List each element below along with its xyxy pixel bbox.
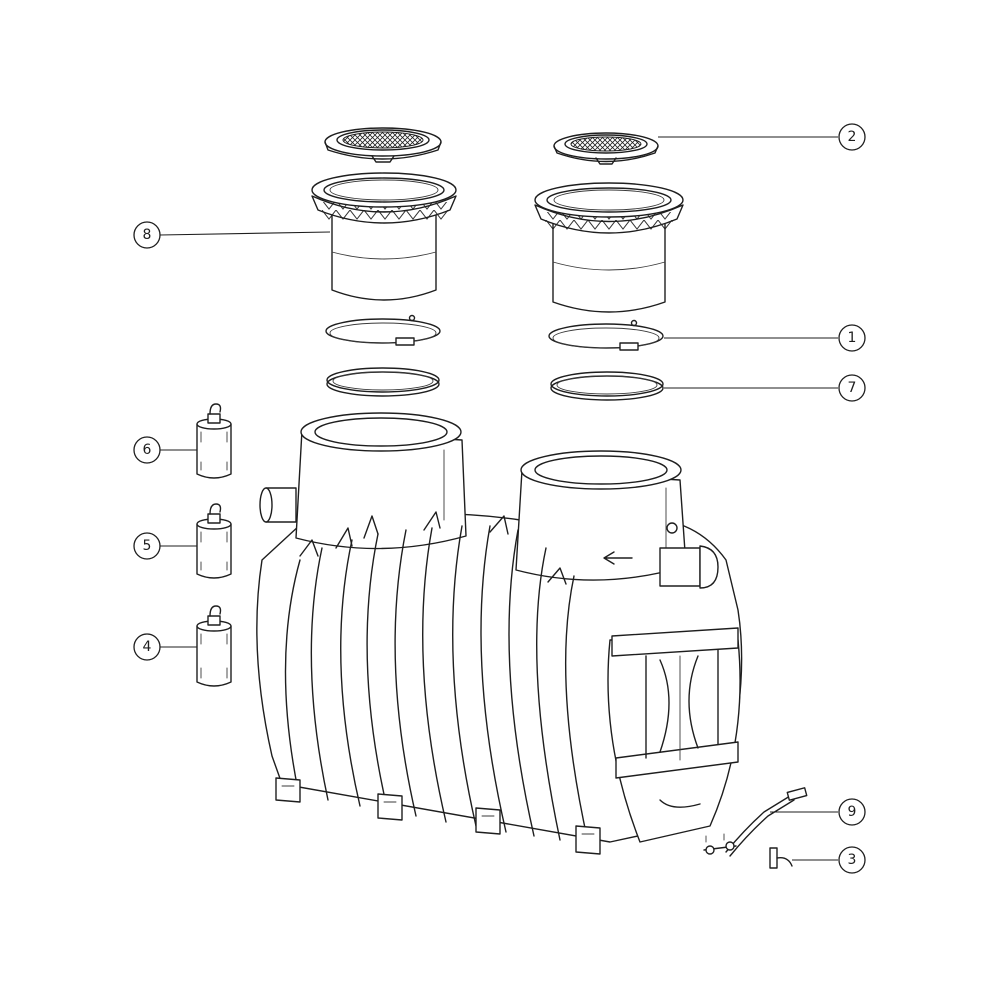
callout-label: 7 (848, 380, 857, 396)
callout-6: 6 (133, 436, 161, 464)
septic-tank-body (256, 412, 743, 855)
callout-label: 8 (143, 227, 152, 243)
filter-cartridge-4 (196, 605, 232, 687)
left-clamp-ring (325, 314, 441, 346)
left-seal-ring (326, 367, 440, 397)
filter-cartridge-6 (196, 403, 232, 479)
callout-label: 5 (143, 538, 152, 554)
callout-3: 3 (838, 846, 866, 874)
callout-9: 9 (838, 798, 866, 826)
right-grate-cover (553, 132, 659, 165)
callout-1: 1 (838, 324, 866, 352)
filter-cartridge-5 (196, 503, 232, 579)
callout-label: 4 (143, 639, 152, 655)
right-extension-shaft (534, 182, 684, 313)
callout-label: 9 (848, 804, 857, 820)
callout-label: 2 (848, 129, 857, 145)
key-tool (769, 847, 793, 869)
callout-label: 1 (848, 330, 857, 346)
callout-label: 6 (143, 442, 152, 458)
right-clamp-ring (548, 319, 664, 351)
left-grate-cover (324, 127, 442, 163)
callout-7: 7 (838, 374, 866, 402)
crank-handle (703, 787, 808, 857)
callout-5: 5 (133, 532, 161, 560)
left-extension-shaft (311, 172, 457, 301)
callout-leaders (159, 136, 838, 861)
callout-8: 8 (133, 221, 161, 249)
right-seal-ring (550, 371, 664, 401)
callout-4: 4 (133, 633, 161, 661)
callout-label: 3 (848, 852, 857, 868)
callout-2: 2 (838, 123, 866, 151)
